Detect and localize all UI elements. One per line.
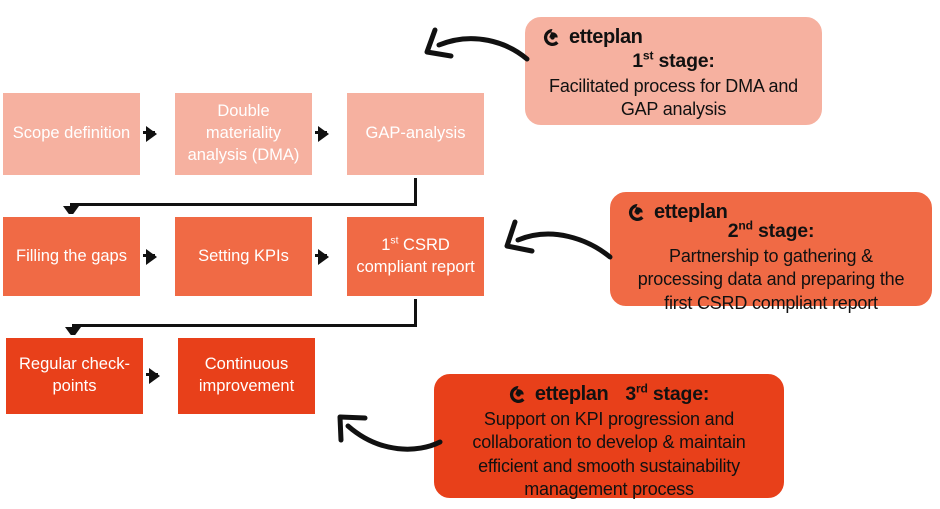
brand-logo-stage-1: etteplan <box>543 26 806 49</box>
brand-name-stage-2: etteplan <box>654 201 728 223</box>
process-box-label: Scope definition <box>12 124 131 143</box>
stage-title-2: 2nd stage: <box>626 218 916 243</box>
stage-title-3: 3rd stage: <box>625 381 710 406</box>
callout-stage-1[interactable]: etteplan 1st stage: Facilitated process … <box>521 13 826 129</box>
elbow-segment-v3 <box>414 299 417 327</box>
arrow-right-icon-r1-2 <box>318 126 329 142</box>
elbow-segment-v1 <box>414 178 417 206</box>
stage-ordinal: st <box>642 48 654 63</box>
callout-stage-3[interactable]: etteplan 3rd stage: Support on KPI progr… <box>430 370 788 502</box>
process-box-label: 1st CSRD compliant report <box>355 235 476 279</box>
etteplan-brandmark-icon <box>628 203 644 222</box>
stage-body-2: Partnership to gathering & processing da… <box>637 246 905 313</box>
process-box-label: Setting KPIs <box>198 246 289 265</box>
elbow-segment-h2 <box>72 324 417 327</box>
csrd-label-rest: CSRD compliant report <box>356 235 475 276</box>
arrow-right-icon-r2-1 <box>146 249 157 265</box>
curved-arrow-icon-stage-2 <box>504 219 613 260</box>
stage-title-1: 1st stage: <box>541 48 806 73</box>
stage-number: 1 <box>632 50 643 72</box>
stage-word: stage: <box>653 50 715 72</box>
process-box-scope-definition[interactable]: Scope definition <box>0 90 143 178</box>
brand-name-stage-3: etteplan <box>534 383 609 405</box>
process-box-label: Filling the gaps <box>16 246 127 265</box>
process-box-label: Continuous improvement <box>198 355 295 395</box>
elbow-arrow-down-icon-2 <box>65 327 81 338</box>
brand-name-stage-1: etteplan <box>569 26 643 48</box>
process-box-setting-kpis[interactable]: Setting KPIs <box>172 214 315 299</box>
process-box-label: GAP-analysis <box>365 124 466 143</box>
stage-number: 2 <box>727 220 739 242</box>
brand-logo-stage-2: etteplan <box>628 201 916 224</box>
brand-logo-stage-3: etteplan 3rd stage: <box>450 381 768 406</box>
etteplan-brandmark-icon <box>543 28 559 47</box>
process-box-first-csrd-report[interactable]: 1st CSRD compliant report <box>344 214 487 299</box>
curved-arrow-icon-stage-3 <box>337 414 443 452</box>
arrow-right-icon-r1-1 <box>146 126 157 142</box>
elbow-segment-h1 <box>70 203 417 206</box>
stage-body-1: Facilitated process for DMA and GAP anal… <box>549 76 798 120</box>
callout-stage-2[interactable]: etteplan 2nd stage: Partnership to gathe… <box>606 188 936 313</box>
process-box-continuous-improvement[interactable]: Continuous improvement <box>175 335 318 417</box>
etteplan-brandmark-icon <box>509 385 525 404</box>
stage-body-3: Support on KPI progression and collabora… <box>472 409 746 500</box>
csrd-ordinal-number: 1 <box>381 235 391 254</box>
stage-ordinal: rd <box>636 381 648 396</box>
stage-number: 3 <box>625 383 636 405</box>
arrow-right-icon-r2-2 <box>318 249 329 265</box>
process-box-gap-analysis[interactable]: GAP-analysis <box>344 90 487 178</box>
process-box-regular-checkpoints[interactable]: Regular check-points <box>3 335 146 417</box>
elbow-arrow-down-icon-1 <box>63 206 79 217</box>
csrd-ordinal-suffix: st <box>390 235 399 247</box>
arrow-right-icon-r3-1 <box>149 368 160 384</box>
process-box-double-materiality[interactable]: Double materiality analysis (DMA) <box>172 90 315 178</box>
process-box-filling-the-gaps[interactable]: Filling the gaps <box>0 214 143 299</box>
stage-word: stage: <box>752 220 815 242</box>
process-box-label: Double materiality analysis (DMA) <box>187 102 300 164</box>
process-box-label: Regular check-points <box>19 355 130 395</box>
stage-ordinal: nd <box>738 218 753 233</box>
stage-word: stage: <box>647 383 710 405</box>
curved-arrow-icon-stage-1 <box>424 27 530 62</box>
